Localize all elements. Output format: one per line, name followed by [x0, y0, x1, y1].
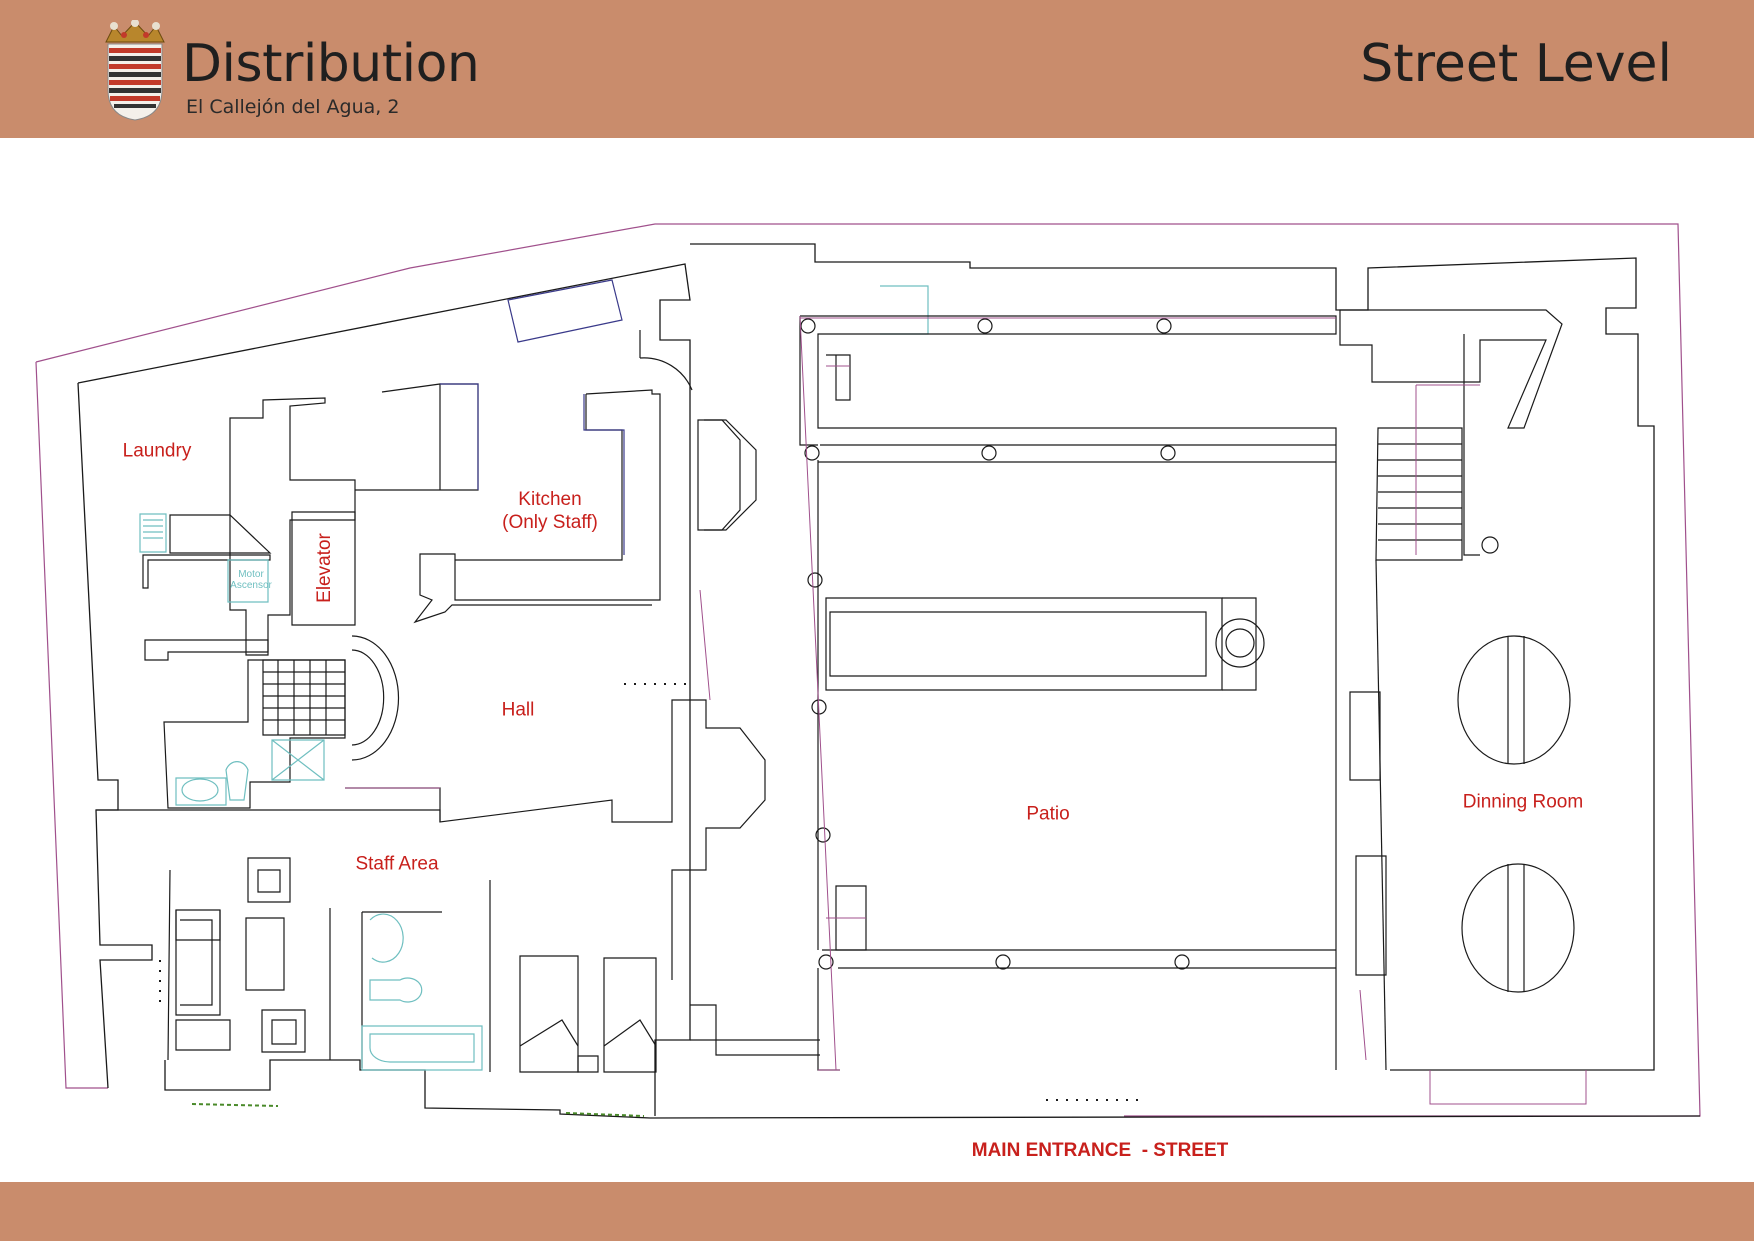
window-marks — [440, 279, 625, 555]
kitchen-label-line1: Kitchen — [518, 489, 582, 510]
footer-band — [0, 1182, 1754, 1241]
outer-walls — [77, 243, 1701, 1119]
room-label-staff-area: Staff Area — [355, 853, 439, 875]
room-label-hall: Hall — [501, 699, 535, 721]
motor-ascensor-label: Motor Ascensor — [230, 569, 272, 591]
guide-lines — [345, 315, 1587, 1105]
page-title: Distribution — [182, 34, 480, 94]
room-label-kitchen: Kitchen (Only Staff) — [502, 488, 598, 534]
laundry-walls — [142, 383, 479, 809]
room-label-laundry: Laundry — [122, 440, 192, 462]
motor-label-line1: Motor — [238, 569, 264, 580]
patio-walls — [690, 315, 1387, 1071]
property-boundary — [35, 223, 1701, 1117]
patio-columns — [800, 318, 1499, 970]
motor-label-line2: Ascensor — [230, 580, 272, 591]
kitchen-walls — [413, 330, 757, 624]
main-entrance-label: MAIN ENTRANCE - STREET — [971, 1140, 1229, 1161]
dining-walls — [1339, 309, 1575, 1071]
green-windows — [191, 1103, 645, 1117]
kitchen-label-line2: (Only Staff) — [502, 512, 598, 533]
bathroom-fixtures — [139, 285, 929, 1071]
floor-level-title: Street Level — [1360, 34, 1672, 94]
header-band — [0, 0, 1754, 138]
dotted-openings — [159, 683, 1140, 1101]
room-label-dinning-room: Dinning Room — [1462, 791, 1584, 813]
address-subtitle: El Callejón del Agua, 2 — [186, 96, 400, 118]
staff-walls — [96, 699, 766, 1073]
coat-of-arms-icon — [105, 20, 165, 121]
room-label-patio: Patio — [1026, 803, 1070, 825]
room-label-elevator: Elevator — [314, 533, 335, 603]
